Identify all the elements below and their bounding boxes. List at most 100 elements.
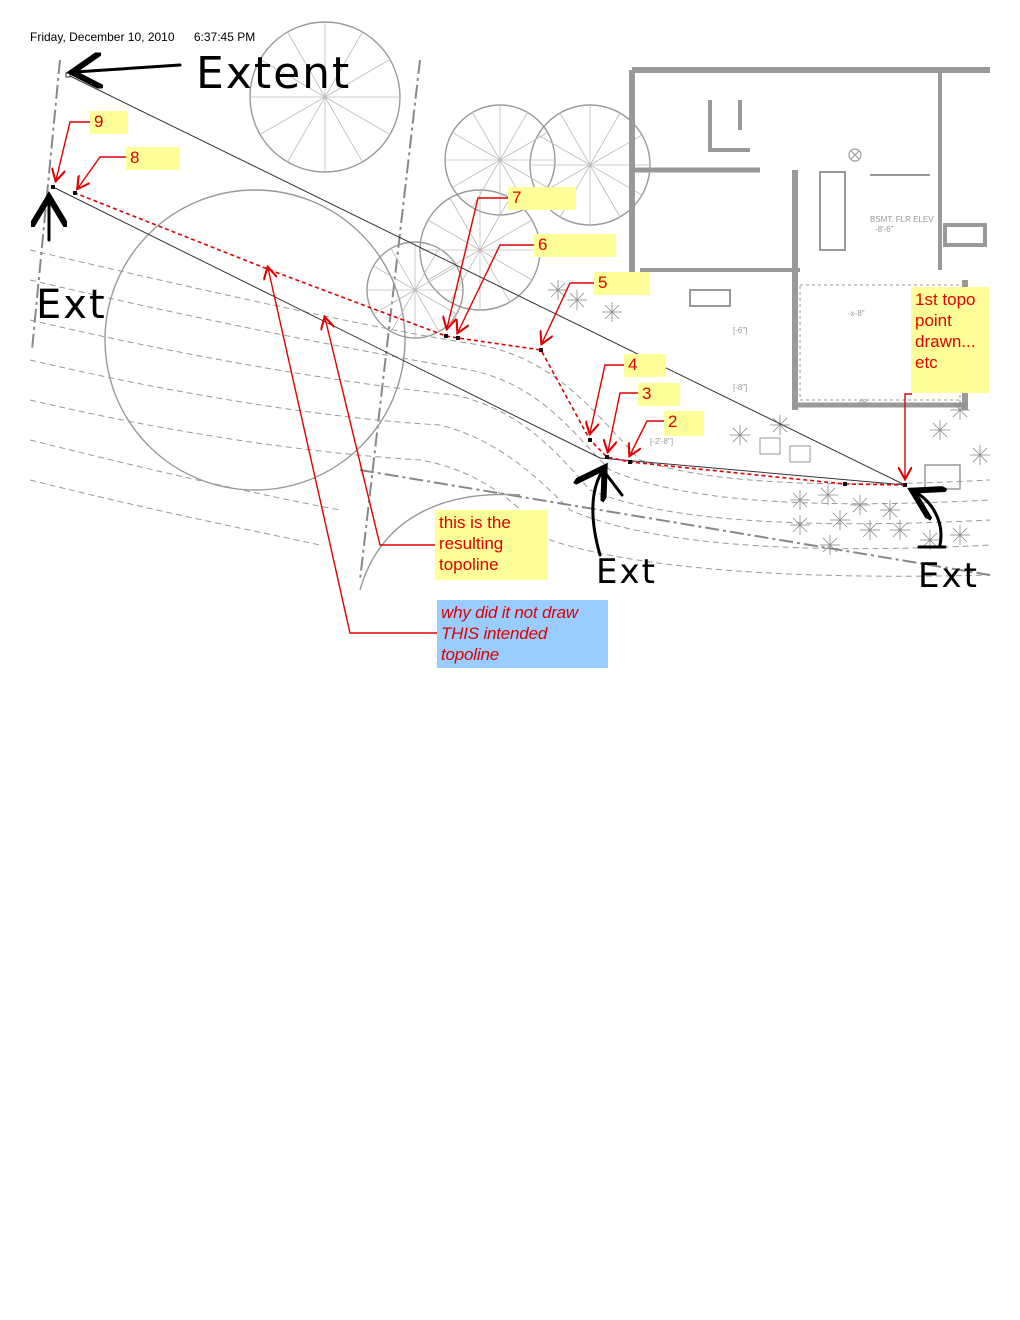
shrub-stroke: [799, 492, 808, 501]
tree-spoke: [499, 112, 528, 161]
tree-spoke: [414, 289, 457, 315]
shrub-stroke: [972, 447, 981, 456]
shrub-stroke: [829, 537, 838, 546]
dim-label-3: [-2'-8"]: [650, 437, 673, 446]
shrub-stroke: [732, 434, 741, 443]
tree-spoke: [427, 219, 481, 251]
tree-spoke: [414, 289, 440, 332]
tree-spoke: [259, 59, 326, 98]
shrub-stroke: [569, 292, 578, 301]
shrub-stroke: [922, 532, 931, 541]
tree-spoke: [452, 132, 501, 161]
tree-spoke: [287, 31, 326, 98]
tree-spoke: [259, 96, 326, 135]
shrub-stroke: [899, 522, 908, 531]
shrub-stroke: [852, 497, 861, 506]
shrub-stroke: [792, 492, 801, 501]
shrub-stroke: [899, 529, 908, 538]
bsmt-label: BSMT. FLR ELEV: [870, 215, 934, 224]
shrub-stroke: [732, 427, 741, 436]
shrub-stroke: [892, 522, 901, 531]
tree-spoke: [479, 249, 511, 303]
shrubs: [548, 280, 990, 555]
shrub-stroke: [862, 529, 871, 538]
shrub-stroke: [827, 494, 836, 503]
shrub-stroke: [792, 517, 801, 526]
tree-spoke: [324, 31, 363, 98]
ext-left-handwritten-label: Ext: [36, 282, 107, 328]
shrub-stroke: [959, 409, 968, 418]
bsmt-elev: -8'-6": [875, 225, 894, 234]
shrub-stroke: [799, 517, 808, 526]
shrub-stroke: [792, 524, 801, 533]
point-callout-9: 9: [90, 111, 128, 134]
tree-spoke: [390, 248, 416, 291]
dim-label-2: [-8"]: [733, 383, 747, 392]
shrub-stroke: [972, 454, 981, 463]
shrub-stroke: [932, 422, 941, 431]
shrub-stroke: [852, 504, 861, 513]
shrub-stroke: [611, 304, 620, 313]
plan-area: [30, 60, 990, 590]
tree-spoke: [414, 265, 457, 291]
shrub-stroke: [799, 499, 808, 508]
point-callout-6: 6: [534, 234, 616, 257]
tree-spoke: [449, 197, 481, 251]
shrub-stroke: [952, 527, 961, 536]
contour-lines: [29, 249, 991, 577]
tree-spoke: [324, 96, 391, 135]
site-plan-drawing: BSMT. FLR ELEV -8'-6" [-6"] [-8"] [-2'-8…: [29, 21, 991, 634]
shrub-stroke: [839, 512, 848, 521]
building-outline: [629, 67, 990, 490]
shrub-stroke: [779, 424, 788, 433]
resulting-topoline: [74, 192, 906, 486]
shrub-stroke: [799, 524, 808, 533]
shrub-stroke: [576, 299, 585, 308]
tree-spoke: [373, 265, 416, 291]
shrub-stroke: [952, 409, 961, 418]
shrub-stroke: [952, 402, 961, 411]
print-header: Friday, December 10, 2010 6:37:45 PM: [30, 30, 271, 44]
shrub-stroke: [869, 529, 878, 538]
tree-spoke: [537, 134, 591, 166]
shrub-stroke: [820, 487, 829, 496]
tree-spoke: [472, 112, 501, 161]
dim-label-5: 48: [858, 398, 867, 407]
shrub-stroke: [882, 502, 891, 511]
shrub-stroke: [569, 299, 578, 308]
tree-spoke: [324, 96, 363, 163]
tree-spoke: [452, 159, 501, 188]
shrub-stroke: [959, 402, 968, 411]
tree-spoke: [390, 289, 416, 332]
point-callout-3: 3: [638, 383, 680, 406]
shrub-stroke: [959, 527, 968, 536]
shrub-stroke: [939, 429, 948, 438]
tree-spoke: [559, 112, 591, 166]
shrub-stroke: [550, 282, 559, 291]
shrub-stroke: [892, 529, 901, 538]
shrub-stroke: [832, 519, 841, 528]
shrub-stroke: [832, 512, 841, 521]
shrub-stroke: [869, 522, 878, 531]
tree-spoke: [589, 112, 621, 166]
shrub-stroke: [882, 509, 891, 518]
shrub-stroke: [952, 534, 961, 543]
tree-spoke: [479, 197, 511, 251]
tree-spoke: [414, 248, 440, 291]
tree-spoke: [499, 159, 548, 188]
shrub-stroke: [979, 447, 988, 456]
tree-spoke: [324, 59, 391, 98]
dim-label-1: [-6"]: [733, 326, 747, 335]
shrub-stroke: [604, 311, 613, 320]
shrub-stroke: [979, 454, 988, 463]
print-date: Friday, December 10, 2010: [30, 30, 175, 44]
shrub-stroke: [859, 497, 868, 506]
print-time: 6:37:45 PM: [193, 30, 256, 44]
shrub-stroke: [889, 502, 898, 511]
shrub-stroke: [939, 422, 948, 431]
point-callout-8: 8: [126, 147, 180, 170]
shrub-stroke: [772, 417, 781, 426]
shrub-stroke: [859, 504, 868, 513]
point-callout-5: 5: [594, 272, 650, 295]
shrub-stroke: [822, 544, 831, 553]
